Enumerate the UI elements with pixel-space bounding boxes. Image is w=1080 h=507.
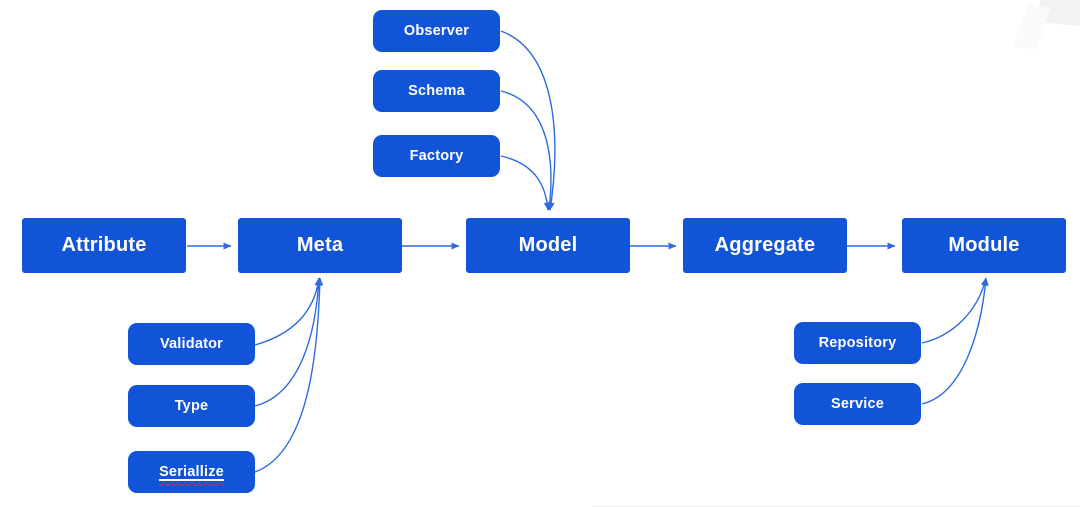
node-module[interactable]: Module xyxy=(902,218,1066,273)
node-type-label: Type xyxy=(174,398,209,414)
node-meta[interactable]: Meta xyxy=(238,218,402,273)
node-repository[interactable]: Repository xyxy=(794,322,921,364)
edge-type-meta xyxy=(254,277,323,407)
node-attribute-label: Attribute xyxy=(61,234,147,256)
spellcheck-underline: Seriallize xyxy=(159,464,224,480)
node-model[interactable]: Model xyxy=(466,218,630,273)
node-aggregate-label: Aggregate xyxy=(714,234,816,256)
node-module-label: Module xyxy=(948,234,1020,256)
edge-repository-module xyxy=(921,277,988,344)
node-service-label: Service xyxy=(831,396,884,412)
node-schema-label: Schema xyxy=(408,83,465,99)
node-seriallize-label: Seriallize xyxy=(159,464,224,480)
edge-validator-meta xyxy=(254,277,322,346)
edge-service-module xyxy=(921,277,989,405)
node-factory[interactable]: Factory xyxy=(373,135,500,177)
node-service[interactable]: Service xyxy=(794,383,921,425)
edge-observer-model xyxy=(500,30,556,211)
node-validator-label: Validator xyxy=(159,336,224,352)
edge-factory-model xyxy=(500,155,551,211)
decorative-smudge xyxy=(1012,4,1052,50)
node-observer-label: Observer xyxy=(403,23,470,39)
edge-schema-model xyxy=(500,90,554,211)
node-factory-label: Factory xyxy=(409,148,464,164)
node-repository-label: Repository xyxy=(818,335,897,351)
node-aggregate[interactable]: Aggregate xyxy=(683,218,847,273)
edge-seriallize-meta xyxy=(254,277,324,473)
node-type[interactable]: Type xyxy=(128,385,255,427)
node-meta-label: Meta xyxy=(296,234,344,256)
node-observer[interactable]: Observer xyxy=(373,10,500,52)
node-seriallize[interactable]: Seriallize xyxy=(128,451,255,493)
node-validator[interactable]: Validator xyxy=(128,323,255,365)
node-model-label: Model xyxy=(518,234,578,256)
node-schema[interactable]: Schema xyxy=(373,70,500,112)
node-attribute[interactable]: Attribute xyxy=(22,218,186,273)
